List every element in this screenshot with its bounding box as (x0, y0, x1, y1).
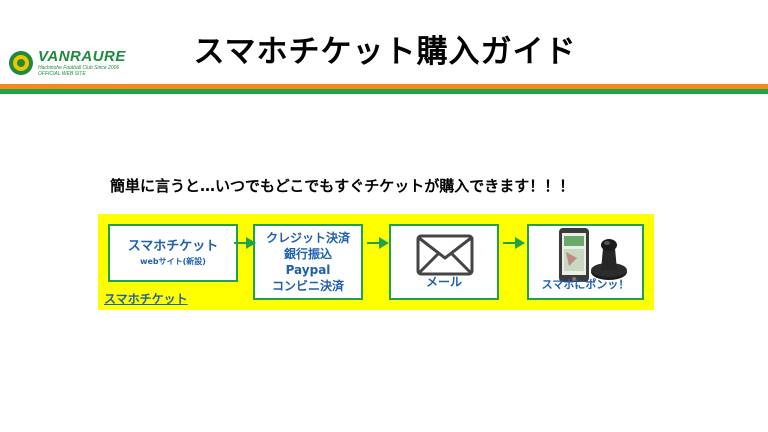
step-smartphone-label: スマホにポンッ！ (541, 278, 630, 291)
arrow-right-icon (234, 237, 256, 249)
payment-credit: クレジット決済 (265, 231, 350, 245)
flow-title-link[interactable]: スマホチケット (104, 292, 188, 306)
payment-bank-transfer: 銀行振込 (283, 247, 332, 261)
club-crest-icon (9, 51, 33, 75)
step-email: メール (389, 224, 499, 300)
step-payment-methods: クレジット決済 銀行振込 Paypal コンビニ決済 (253, 224, 363, 300)
purchase-flow-diagram: スマホチケット webサイト(新設) クレジット決済 銀行振込 Paypal コ… (98, 214, 654, 310)
mail-icon (416, 234, 474, 276)
smartphone-icon (559, 228, 627, 282)
page-title: スマホチケット購入ガイド (193, 34, 577, 70)
club-logo[interactable]: VANRAURE Hachinohe Football Club Since 2… (8, 46, 132, 80)
header-stripe-orange (0, 84, 768, 89)
payment-paypal: Paypal (285, 263, 331, 277)
logo-text: VANRAURE (38, 48, 126, 65)
payment-convenience-store: コンビニ決済 (271, 279, 344, 293)
header-stripe-green (0, 89, 768, 94)
step-ticket-site-title: スマホチケット (127, 239, 219, 254)
step-ticket-site-subtitle: webサイト(新設) (140, 257, 206, 266)
arrow-right-icon (503, 237, 525, 249)
step-smartphone: スマホにポンッ！ (527, 224, 644, 300)
step-email-label: メール (425, 275, 462, 289)
step-ticket-site[interactable]: スマホチケット webサイト(新設) (108, 224, 238, 282)
tagline: 簡単に言うと…いつでもどこでもすぐチケットが購入できます！！！ (110, 177, 575, 195)
logo-subtitle: Hachinohe Football Club Since 2006 OFFIC… (38, 65, 120, 77)
arrow-right-icon (367, 237, 389, 249)
